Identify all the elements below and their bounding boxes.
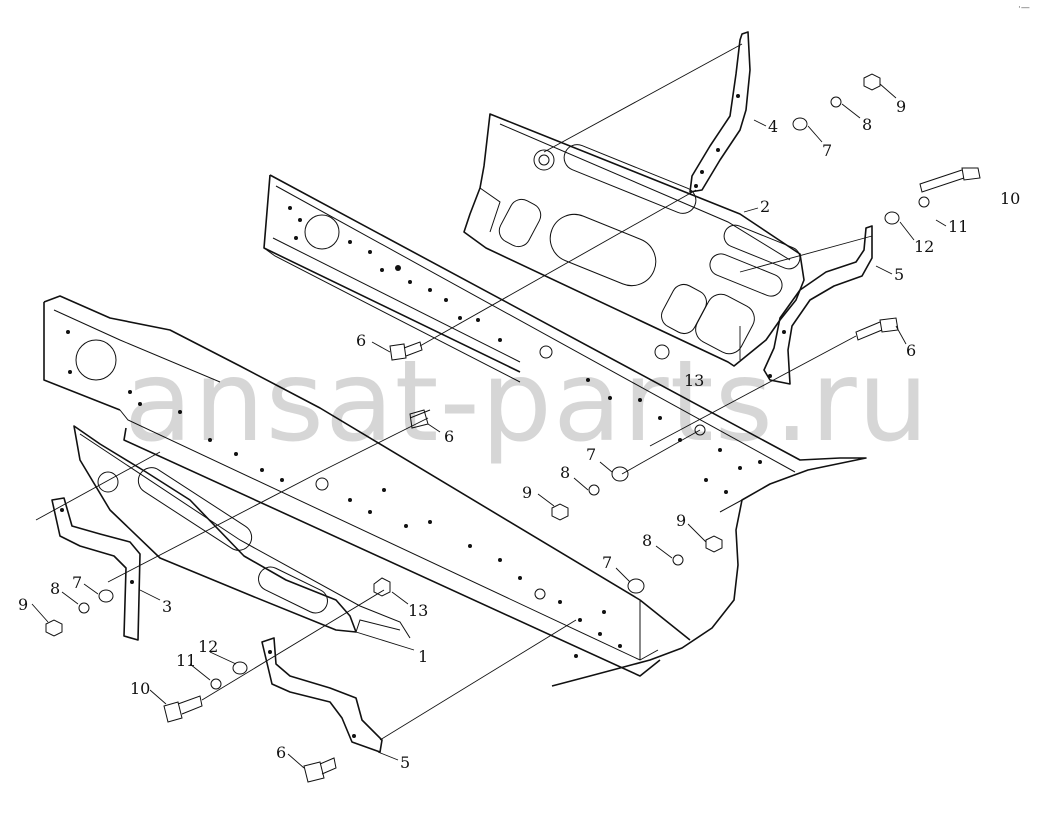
- callout-11-lower: 11: [176, 651, 196, 670]
- bracket-5-lower: [261, 637, 383, 753]
- bolt-10-upper: [961, 167, 981, 181]
- bracket-5-upper: [763, 225, 873, 385]
- spring-washer-8-right: [672, 554, 684, 566]
- callout-7-upper: 7: [822, 141, 832, 160]
- callout-7-center: 7: [586, 445, 596, 464]
- rear-frame-rail: [263, 174, 867, 687]
- callout-13-upper: 13: [684, 371, 704, 390]
- callout-6-right: 6: [906, 341, 916, 360]
- callout-13-lower: 13: [408, 601, 428, 620]
- nut-9-center: [551, 503, 569, 521]
- front-frame-rail: [43, 295, 691, 677]
- callout-8-right: 8: [642, 531, 652, 550]
- spring-washer-11-lower: [210, 678, 222, 690]
- bolt-10-upper-shank: [919, 169, 965, 193]
- callout-5-upper: 5: [894, 265, 904, 284]
- callout-5-lower: 5: [400, 753, 410, 772]
- washer-7-center: [611, 466, 629, 482]
- washer-12-upper: [884, 211, 900, 225]
- bolt-10-lower: [163, 701, 183, 723]
- callout-6-mid: 6: [356, 331, 366, 350]
- bolt-6-lower: [303, 761, 325, 783]
- leader-lines: [31, 43, 947, 769]
- callout-9-right: 9: [676, 511, 686, 530]
- spring-washer-8-center: [588, 484, 600, 496]
- callout-9-center: 9: [522, 483, 532, 502]
- cross-member-2: [463, 113, 805, 367]
- spring-washer-11-upper: [918, 196, 930, 208]
- callout-1: 1: [418, 647, 428, 666]
- spring-washer-8-left: [78, 602, 90, 614]
- nut-9-right: [705, 535, 723, 553]
- washer-7-left: [98, 589, 114, 603]
- bracket-4: [689, 31, 751, 193]
- spring-washer-8-upper: [830, 96, 842, 108]
- callout-2: 2: [760, 197, 770, 216]
- callout-9-left: 9: [18, 595, 28, 614]
- nut-9-left: [45, 619, 63, 637]
- callout-6-lower: 6: [276, 743, 286, 762]
- callout-10-upper: 10: [1000, 189, 1020, 208]
- callout-3: 3: [162, 597, 172, 616]
- callout-12-upper: 12: [914, 237, 934, 256]
- nut-13-lower: [373, 577, 391, 597]
- callout-12-lower: 12: [198, 637, 218, 656]
- bolt-6-right: [879, 317, 899, 333]
- fasteners: [45, 73, 981, 783]
- washer-7-upper: [792, 117, 808, 131]
- callout-4: 4: [768, 117, 778, 136]
- callout-8-center: 8: [560, 463, 570, 482]
- callout-7-left: 7: [72, 573, 82, 592]
- bolt-6-mid: [389, 343, 407, 361]
- nut-9-upper: [863, 73, 881, 91]
- callout-7-right: 7: [602, 553, 612, 572]
- corner-mark: ·—: [1018, 3, 1030, 13]
- bracket-3: [51, 497, 141, 641]
- callout-labels: 4 7 8 9 2 10 11 12 5 6 6 13 6 7 8 9 9 8 …: [18, 97, 1020, 772]
- callout-6-left: 6: [444, 427, 454, 446]
- washer-12-lower: [232, 661, 248, 675]
- watermark-text: ansat-parts.ru: [124, 337, 930, 467]
- callout-10-lower: 10: [130, 679, 150, 698]
- front-rail-holes: [66, 330, 622, 658]
- callout-8-left: 8: [50, 579, 60, 598]
- washer-7-right: [627, 578, 645, 594]
- cross-member-1: [73, 425, 411, 639]
- callout-8-upper: 8: [862, 115, 872, 134]
- callout-11-upper: 11: [948, 217, 968, 236]
- callout-9-upper: 9: [896, 97, 906, 116]
